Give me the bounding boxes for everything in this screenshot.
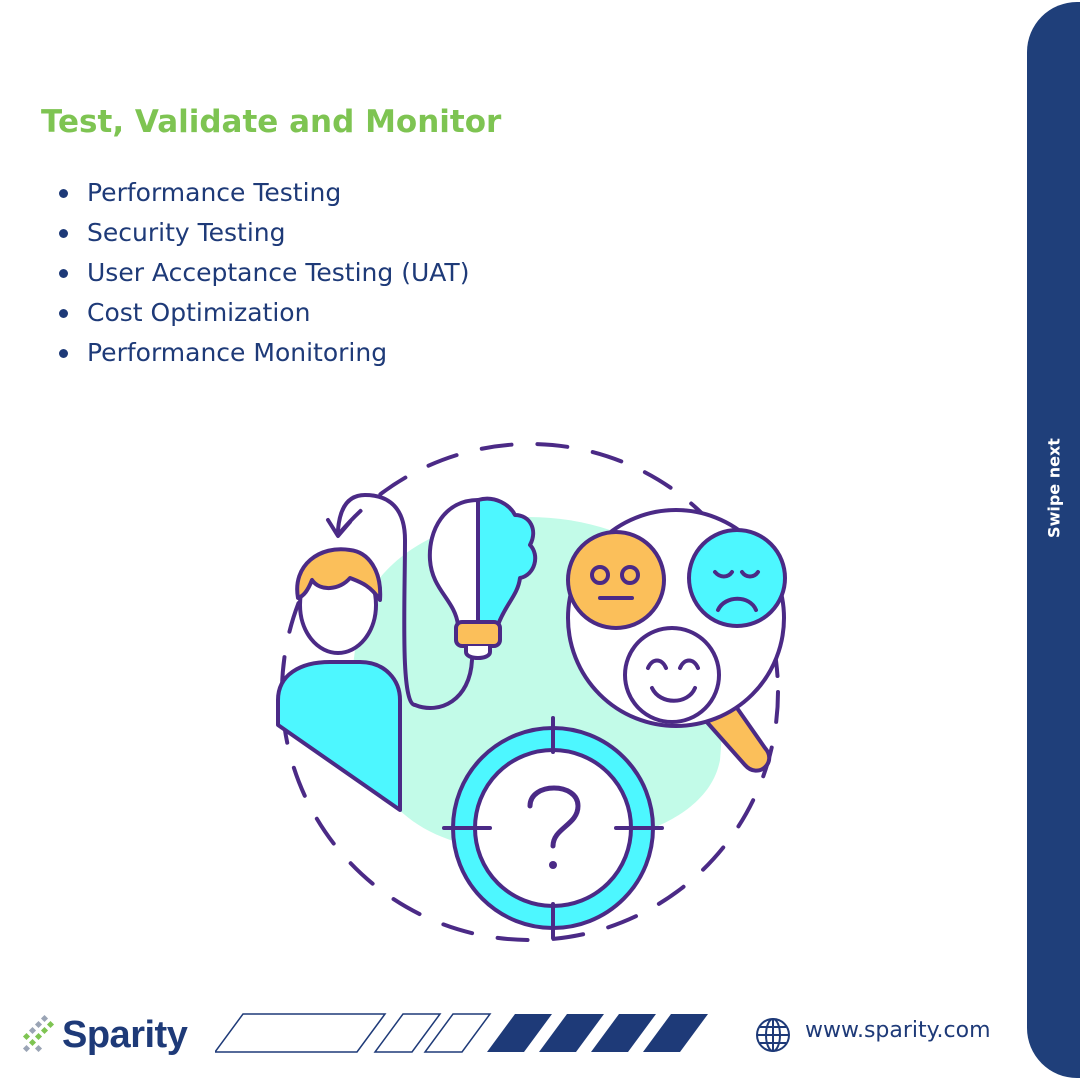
brand-name: Sparity [62,1014,188,1056]
target-question-icon [442,716,664,940]
progress-stripes [215,1013,708,1053]
sparity-logo-icon [22,1014,55,1052]
arrow-head [326,518,352,538]
list-item: User Acceptance Testing (UAT) [59,253,469,293]
list-item: Performance Monitoring [59,333,469,373]
magnifier-icon [566,508,787,773]
testing-illustration [276,442,787,942]
swipe-sidebar[interactable] [1027,2,1080,1078]
lightbulb-brain-icon [427,496,538,660]
list-item: Security Testing [59,213,469,253]
swipe-next-label[interactable]: Swipe next [1044,438,1064,538]
flow-line [413,658,474,710]
brand-logo: Sparity [22,1010,202,1060]
list-item: Cost Optimization [59,293,469,333]
person-icon [276,547,402,812]
website-link[interactable]: www.sparity.com [805,1018,991,1043]
flow-arrow [336,492,417,707]
list-item: Performance Testing [59,173,469,213]
dashed-ring [280,442,780,942]
feature-list: Performance Testing Security Testing Use… [59,173,469,373]
page-title: Test, Validate and Monitor [41,104,502,140]
globe-icon [756,1018,790,1052]
